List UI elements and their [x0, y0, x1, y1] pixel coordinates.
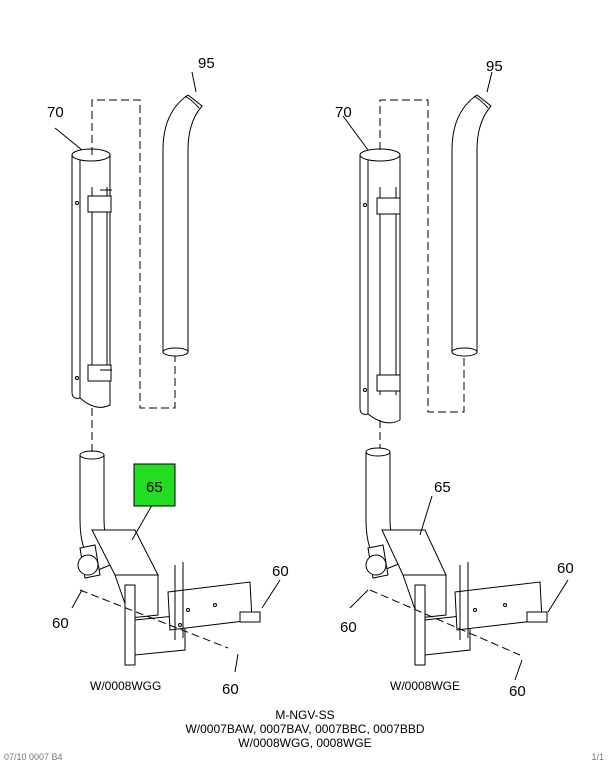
mounting-bracket-right [365, 529, 548, 666]
callout-left-60-bottom: 60 [222, 681, 239, 698]
footer-codes-1: W/0007BAW, 0007BAV, 0007BBC, 0007BBD [185, 722, 425, 736]
tail-pipe-95-right [451, 94, 492, 357]
assembly-right: 95 70 65 60 60 60 W/0008WGE [335, 58, 574, 700]
footer-model: M-NGV-SS [275, 708, 335, 722]
callout-left-60-frame: 60 [272, 563, 289, 580]
callout-right-95: 95 [486, 58, 503, 75]
callout-left-70: 70 [47, 104, 64, 121]
heat-shield-70-right [359, 148, 401, 424]
highlight-callout-65[interactable] [133, 463, 176, 507]
callout-right-60-bottom: 60 [509, 683, 526, 700]
callout-right-70: 70 [335, 104, 352, 121]
edge-text-left: 07/10 0007 B4 [4, 752, 63, 762]
callout-right-65: 65 [434, 479, 451, 496]
mounting-bracket [77, 529, 261, 666]
callout-left-65[interactable]: 65 [146, 479, 163, 496]
tail-pipe-95 [162, 94, 203, 357]
edge-text-right: 1/1 [591, 752, 604, 762]
caption-right: W/0008WGE [390, 679, 460, 693]
assembly-left: 95 70 65 60 60 60 W/0008WGG [47, 55, 289, 698]
callout-left-60-clamp: 60 [52, 615, 69, 632]
callout-right-60-clamp: 60 [340, 619, 357, 636]
callout-left-95: 95 [198, 55, 215, 72]
heat-shield-70 [71, 148, 112, 408]
footer-codes-2: W/0008WGG, 0008WGE [238, 736, 372, 750]
callout-right-60-frame: 60 [557, 560, 574, 577]
caption-left: W/0008WGG [90, 679, 161, 693]
